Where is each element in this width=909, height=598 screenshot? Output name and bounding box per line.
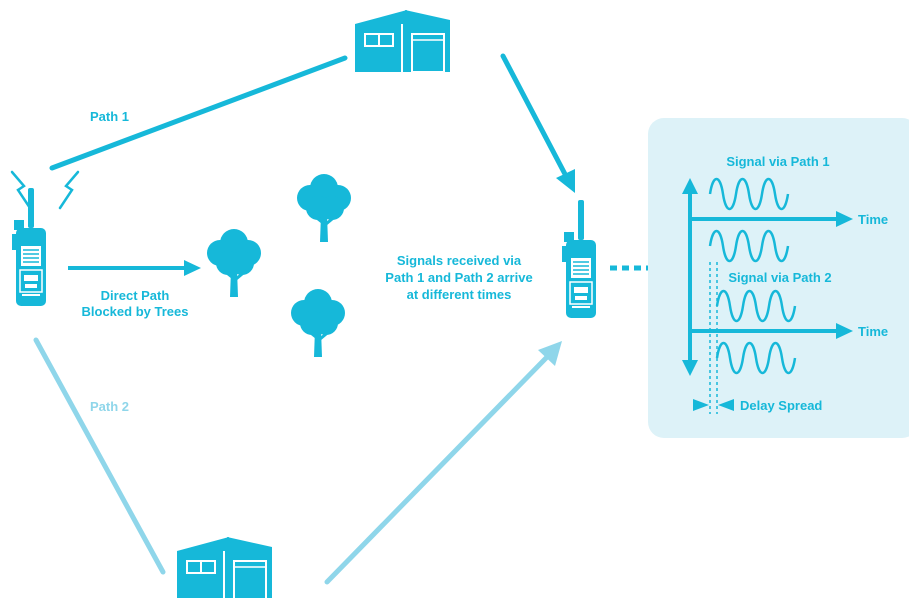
sine-wave-icon (715, 289, 797, 323)
delay-arrow-left (718, 399, 734, 411)
tree-icon (207, 229, 261, 297)
time-axis-1-arrowhead (836, 211, 853, 227)
path1-label: Path 1 (90, 109, 129, 124)
received-label-line1: Signals received via (397, 253, 522, 268)
sine-wave-icon (715, 341, 797, 375)
direct-path-label-line1: Direct Path (101, 288, 170, 303)
time-label-1: Time (858, 212, 888, 227)
sine-wave-icon (708, 177, 790, 211)
sine-wave-icon (708, 229, 790, 263)
time-axis-2-arrowhead (836, 323, 853, 339)
delay-arrow-right (693, 399, 709, 411)
path2-arrowhead (538, 341, 562, 366)
direct-path-label-line2: Blocked by Trees (82, 304, 189, 319)
house-icon (354, 9, 451, 73)
received-label-line2: Path 1 and Path 2 arrive (385, 270, 532, 285)
direct-path-arrowhead (184, 260, 201, 276)
path2-return-line (324, 353, 551, 585)
receiver-radio-icon (561, 199, 597, 319)
time-label-2: Time (858, 324, 888, 339)
path1-down-line (500, 53, 569, 179)
tree-icon (291, 289, 345, 357)
tree-icon (297, 174, 351, 242)
path1-line (49, 55, 348, 171)
axis-arrow-up (682, 178, 698, 194)
signal-path2-label: Signal via Path 2 (728, 270, 831, 285)
path1-arrowhead (556, 169, 575, 193)
path2-label: Path 2 (90, 399, 129, 414)
house-icon (176, 536, 273, 598)
received-label-line3: at different times (407, 287, 512, 302)
signal-waves-icon (10, 170, 80, 210)
axis-arrow-down (682, 360, 698, 376)
delay-spread-label: Delay Spread (740, 398, 822, 413)
signal-path1-label: Signal via Path 1 (726, 154, 829, 169)
path2-line (33, 337, 166, 575)
signal-panel (648, 118, 909, 438)
